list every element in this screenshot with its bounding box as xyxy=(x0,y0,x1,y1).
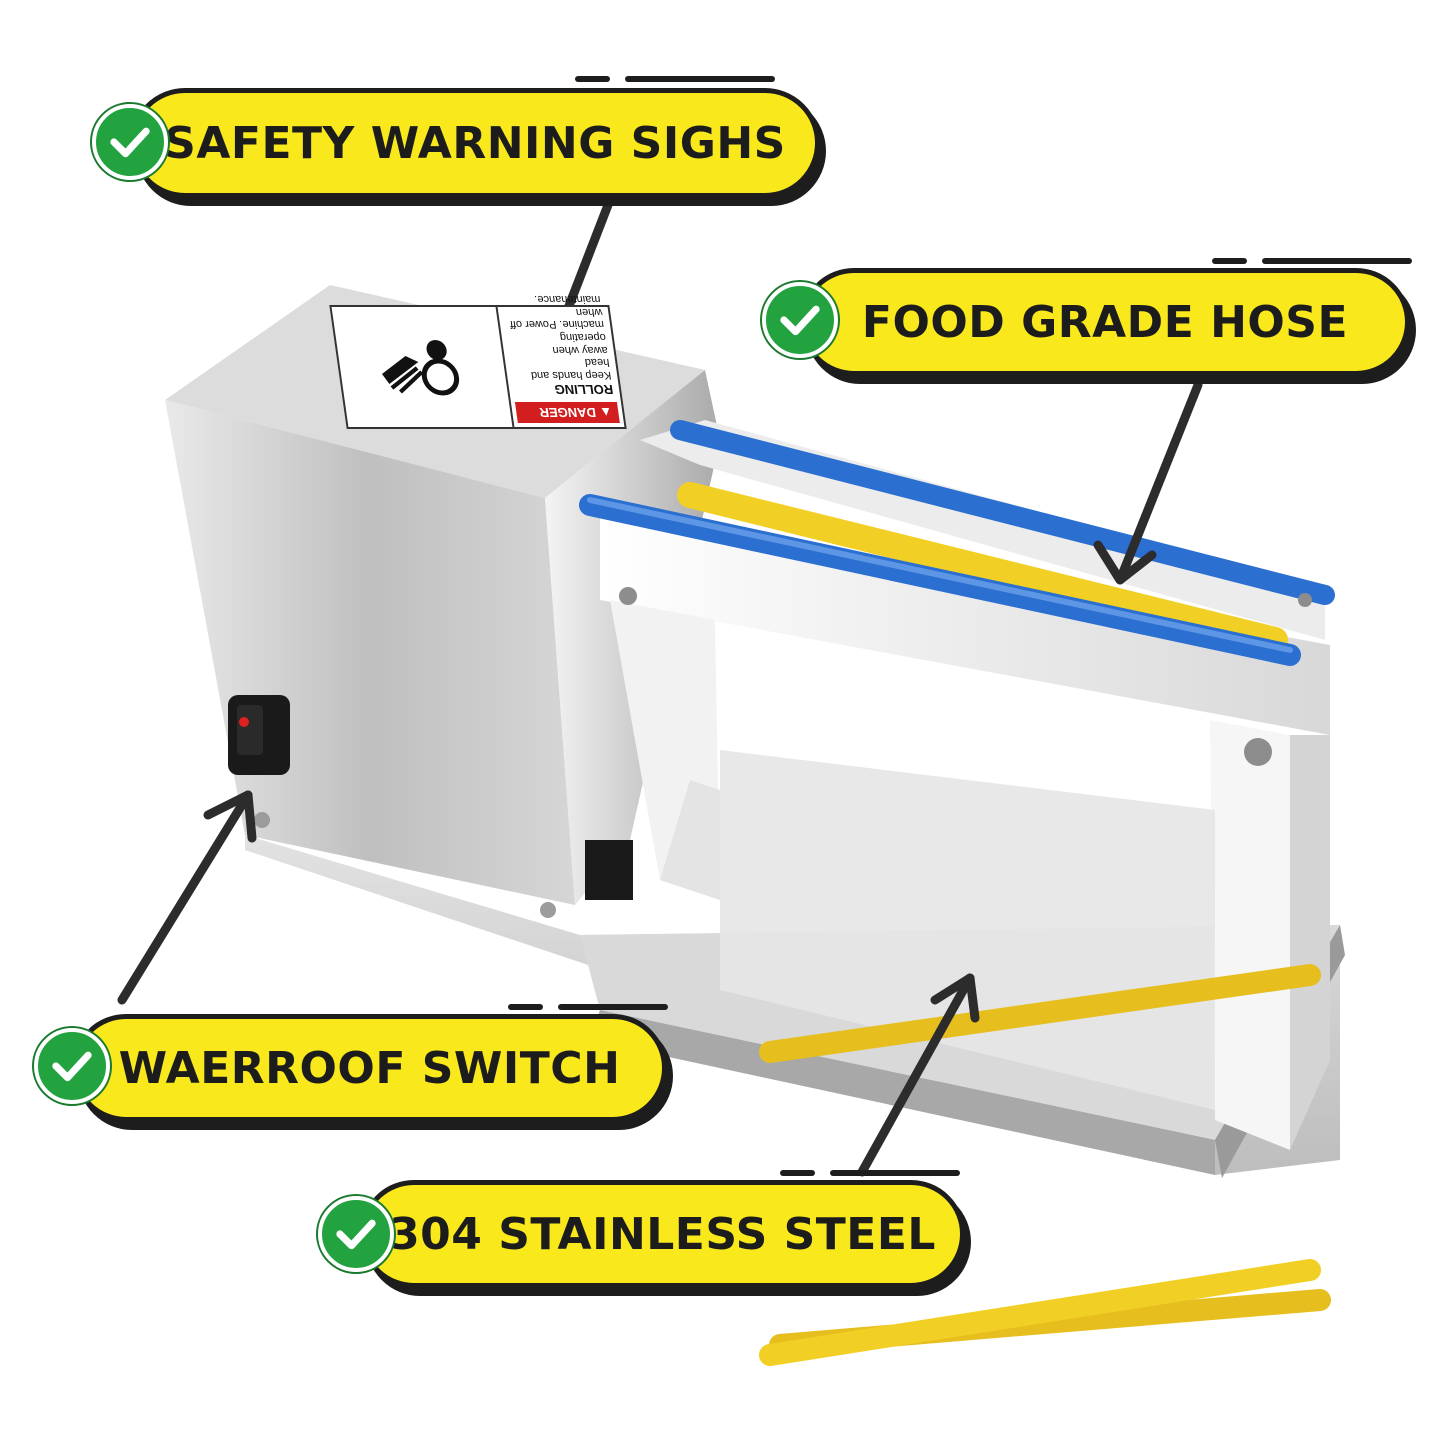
pill-dash xyxy=(1212,258,1247,264)
pill-dash xyxy=(780,1170,815,1176)
back-blue-hose xyxy=(670,420,1335,605)
pill-dash xyxy=(575,76,610,82)
frame-leg-right xyxy=(1210,720,1290,1150)
check-icon xyxy=(762,282,838,358)
pill-dash xyxy=(830,1170,960,1176)
motor-housing-front xyxy=(165,400,575,905)
roller-frame-front xyxy=(600,510,1330,735)
danger-header: ▲ DANGER xyxy=(514,402,620,423)
callout-label: FOOD GRADE HOSE xyxy=(861,296,1349,348)
check-icon xyxy=(318,1196,394,1272)
check-icon xyxy=(34,1028,110,1104)
hand-rollers-icon xyxy=(381,340,460,396)
callout-stainless-steel: 304 STAINLESS STEEL xyxy=(360,1180,965,1288)
pill-dash xyxy=(508,1004,543,1010)
front-blue-hose xyxy=(579,494,1301,666)
callout-label: 304 STAINLESS STEEL xyxy=(389,1208,936,1260)
callout-label: WAERROOF SWITCH xyxy=(118,1042,621,1094)
danger-warning-label: ▲ DANGER ROLLING Keep hands and head awa… xyxy=(329,293,627,429)
arrow-hose xyxy=(1115,380,1203,585)
pill-dash xyxy=(625,76,775,82)
roller-frame-back xyxy=(640,420,1325,640)
callout-food-grade-hose: FOOD GRADE HOSE xyxy=(800,268,1410,376)
callout-waterproof-switch: WAERROOF SWITCH xyxy=(72,1014,667,1122)
callout-label: SAFETY WARNING SIGHS xyxy=(164,117,786,169)
warning-text: ROLLING Keep hands and head away when op… xyxy=(509,293,615,397)
arrow-steel xyxy=(857,973,975,1177)
pill-dash xyxy=(1262,258,1412,264)
yellow-roller xyxy=(677,482,1288,653)
arrow-switch xyxy=(117,790,253,1005)
rocker-switch[interactable] xyxy=(228,695,290,775)
pill-dash xyxy=(558,1004,668,1010)
spare-tube-1 xyxy=(759,964,1321,1063)
callout-safety-warning: SAFETY WARNING SIGHS xyxy=(130,88,820,198)
check-icon xyxy=(92,104,168,180)
